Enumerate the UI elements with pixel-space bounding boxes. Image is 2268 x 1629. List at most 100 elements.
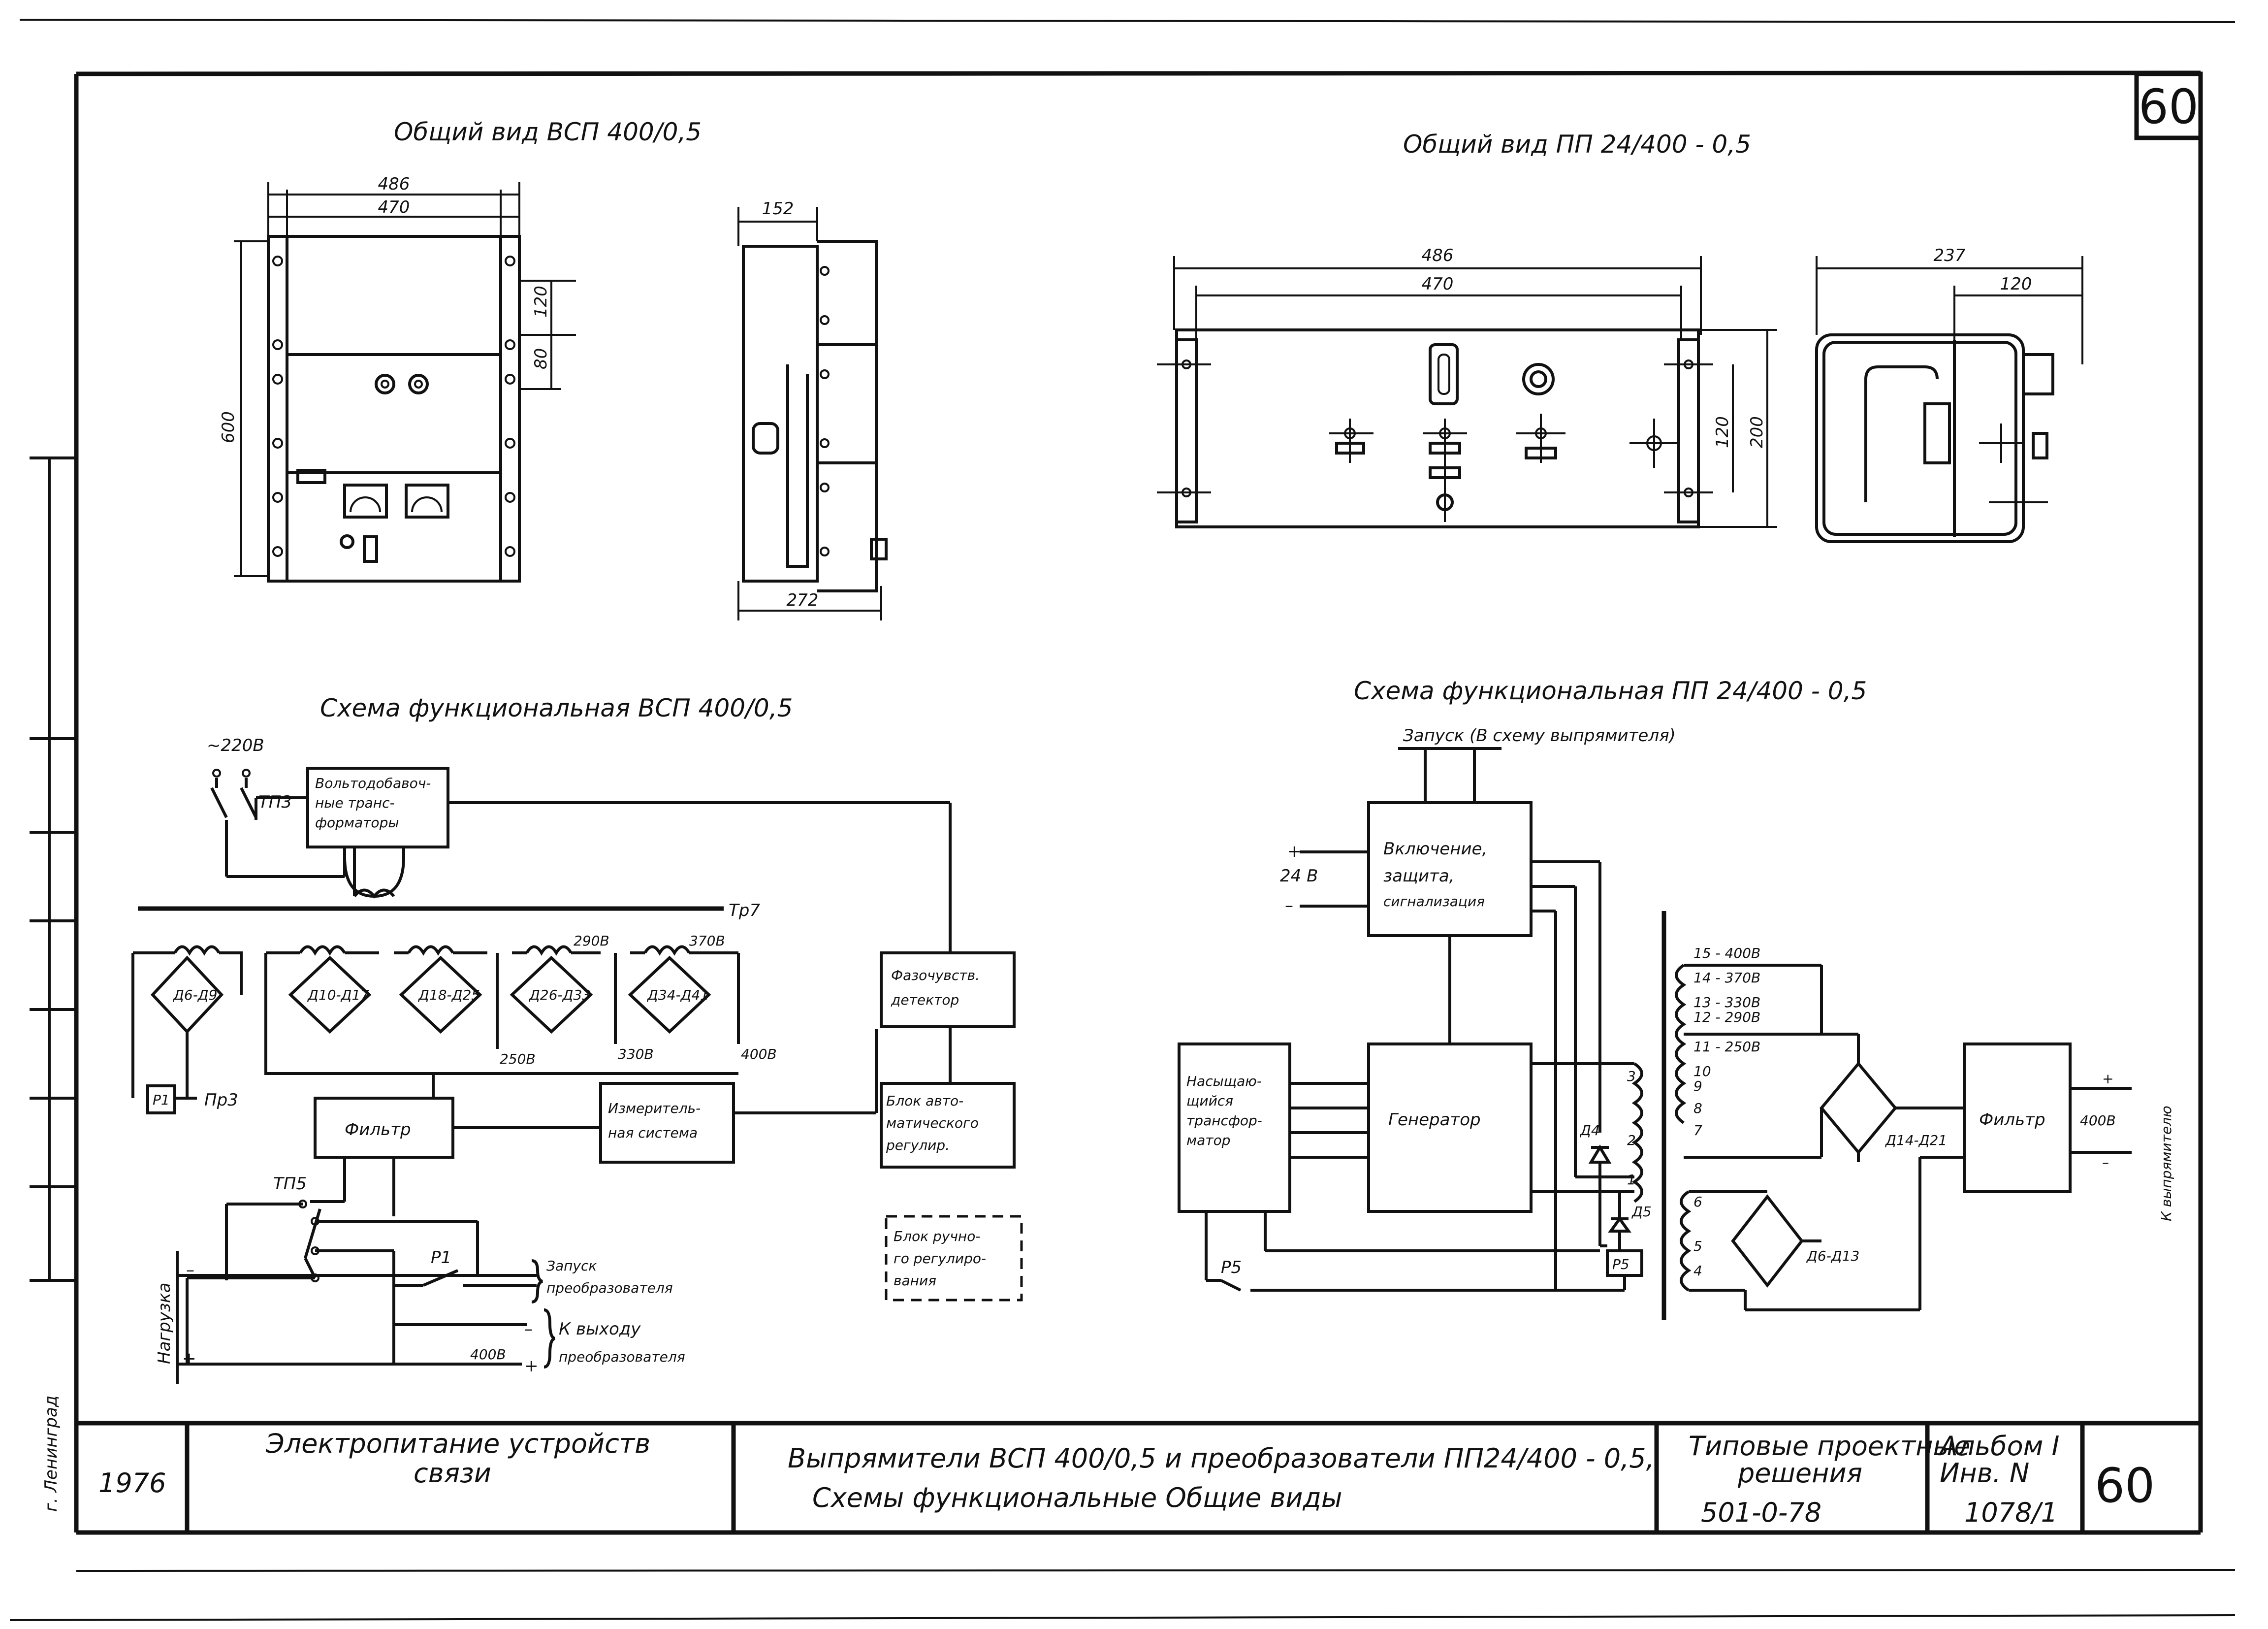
wind-1: 1: [1627, 1172, 1636, 1188]
tp3-label: ТП3: [258, 792, 292, 812]
meas-line1: Измеритель-: [608, 1100, 701, 1116]
pp-out-voltage: 400В: [2080, 1112, 2116, 1129]
tap-15: 15 - 400В: [1693, 945, 1760, 961]
bridge-d26-d33-label: Д26-Д33: [528, 987, 591, 1003]
booster-line2: ные транс-: [315, 795, 395, 811]
bridge-d34-d41-label: Д34-Д41: [646, 987, 709, 1003]
tb-inv-label: Инв. N: [1940, 1458, 2029, 1489]
vsp-dim-80: 80: [531, 348, 551, 369]
sheet-number-label: 60: [2139, 79, 2199, 134]
bridge-d6-d9-label: Д6-Д9: [172, 987, 217, 1003]
vsp-front-view: 486 470 600 120 80: [219, 174, 576, 583]
vsp-filter-label: Фильтр: [345, 1120, 411, 1140]
vsp-view-title: Общий вид ВСП 400/0,5: [394, 118, 702, 146]
pp-start-label: Запуск (В схему выпрямителя): [1403, 726, 1676, 746]
tap-250: 250В: [500, 1051, 536, 1067]
phase-line2: детектор: [891, 992, 959, 1008]
to-rect-label: К выпрямителю: [2158, 1106, 2174, 1221]
out-minus: –: [524, 1319, 533, 1339]
wind-2: 2: [1627, 1132, 1636, 1148]
tap-400: 400В: [741, 1046, 777, 1062]
vsp-depth-top: 152: [762, 199, 794, 219]
pp-in-voltage: 24 В: [1280, 866, 1318, 886]
vsp-schema: ~220В ТП3 Вольтодобавоч- ные транс- форм…: [131, 736, 1023, 1384]
out-line1: К выходу: [559, 1319, 641, 1339]
vsp-width-inner: 470: [378, 197, 410, 217]
p5-label: Р5: [1221, 1258, 1242, 1277]
tb-desc-line1: Выпрямители ВСП 400/0,5 и преобразовател…: [788, 1443, 1655, 1474]
tb-typical-line2: решения: [1737, 1458, 1862, 1489]
load-label: Нагрузка: [155, 1283, 174, 1364]
vsp-width-outer: 486: [378, 174, 410, 194]
sat-line4: матор: [1186, 1132, 1231, 1148]
low-tap-4: 4: [1693, 1263, 1702, 1279]
tap-8: 8: [1693, 1100, 1702, 1116]
tb-subject-line1: Электропитание устройств: [265, 1428, 650, 1459]
gen-label: Генератор: [1388, 1110, 1481, 1130]
pp-view-title: Общий вид ПП 24/400 - 0,5: [1403, 130, 1751, 159]
supply-label: ~220В: [207, 736, 264, 755]
title-block: 1976 Электропитание устройств связи Выпр…: [98, 1423, 2155, 1532]
manual-line1: Блок ручно-: [894, 1228, 980, 1244]
bridge-d18-d25-label: Д18-Д25: [417, 987, 480, 1003]
ctrl-line1: Включение,: [1383, 839, 1487, 859]
tap-11: 11 - 250В: [1693, 1039, 1760, 1055]
pp-dim-200: 200: [1747, 416, 1767, 448]
p1-label: Р1: [431, 1248, 451, 1268]
d4-label: Д4: [1579, 1122, 1600, 1139]
tr7-label: Тр7: [729, 901, 760, 920]
wind-3: 3: [1627, 1068, 1636, 1084]
out-line2: преобразователя: [559, 1349, 685, 1365]
p5-box-label: Р5: [1612, 1256, 1629, 1272]
tb-inv-number: 1078/1: [1964, 1497, 2058, 1528]
pp-in-minus: –: [1285, 896, 1293, 915]
sat-line1: Насыщаю-: [1186, 1073, 1262, 1089]
d5-label: Д5: [1631, 1204, 1652, 1220]
out-plus: +: [524, 1356, 539, 1376]
phase-line1: Фазочувств.: [891, 967, 980, 983]
tb-desc-line2: Схемы функциональные Общие виды: [812, 1482, 1342, 1513]
sheet-frame: [9, 19, 2236, 1621]
manual-line2: го регулиро-: [894, 1250, 986, 1267]
tap-7: 7: [1693, 1122, 1702, 1139]
low-tap-5: 5: [1693, 1238, 1702, 1254]
tb-typical-line1: Типовые проектные: [1689, 1431, 1970, 1462]
ctrl-line3: сигнализация: [1383, 893, 1485, 910]
auto-line3: регулир.: [886, 1137, 950, 1153]
pp-width-outer: 486: [1422, 246, 1454, 265]
tb-subject-line2: связи: [414, 1458, 491, 1489]
pp-depth: 237: [1934, 246, 1966, 265]
tb-album: Альбом I: [1938, 1431, 2059, 1462]
tb-year: 1976: [98, 1467, 166, 1499]
pp-schema-title: Схема функциональная ПП 24/400 - 0,5: [1354, 677, 1867, 705]
pp-depth-inner: 120: [2000, 274, 2032, 294]
bridge-d10-d17-label: Д10-Д17: [307, 987, 369, 1003]
vsp-dim-120: 120: [531, 286, 551, 318]
relay-p1-box-label: Р1: [153, 1092, 170, 1108]
city-label: г. Ленинград: [41, 1396, 61, 1512]
pp-out-minus: –: [2102, 1154, 2109, 1171]
low-tap-6: 6: [1693, 1194, 1702, 1210]
start-line1: Запуск: [546, 1258, 597, 1274]
pr3-label: Пр3: [204, 1090, 238, 1110]
tp5-label: ТП5: [273, 1174, 307, 1194]
pp-out-plus: +: [2102, 1071, 2113, 1087]
pp-side-view: 237 120: [1815, 246, 2083, 543]
pp-front-view: 486 470 120 200: [1157, 246, 1777, 528]
pp-in-plus: +: [1287, 842, 1302, 861]
tb-code: 501-0-78: [1701, 1497, 1821, 1528]
tap-370: 370В: [689, 933, 725, 949]
d14-label: Д14-Д21: [1885, 1132, 1947, 1148]
vsp-out-voltage: 400В: [470, 1346, 506, 1363]
bridge-group: Д6-Д9 Д10-Д17 Д18-Д25 Д26-Д33 290В Д34-Д…: [131, 933, 777, 1098]
tap-9: 9: [1693, 1078, 1702, 1094]
tap-290: 290В: [574, 933, 609, 949]
tap-13: 13 - 330В: [1693, 994, 1760, 1010]
tap-14: 14 - 370В: [1693, 970, 1760, 986]
meas-line2: ная система: [608, 1125, 698, 1141]
tap-12: 12 - 290В: [1693, 1009, 1760, 1025]
tap-10: 10: [1693, 1063, 1711, 1079]
pp-schema: Запуск (В схему выпрямителя) Включение, …: [1178, 726, 2174, 1320]
booster-line1: Вольтодобавоч-: [315, 775, 431, 791]
